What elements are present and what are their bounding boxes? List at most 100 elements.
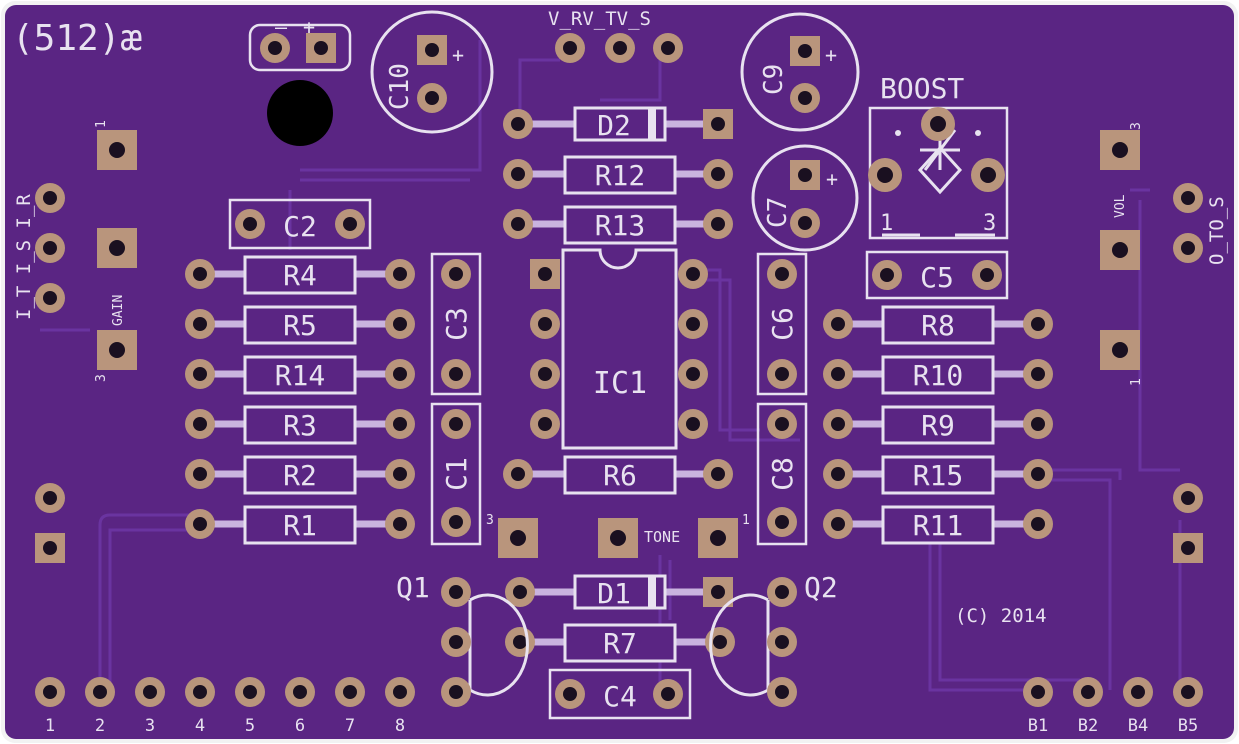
svg-text:R9: R9 [921,409,955,442]
svg-text:+: + [452,43,464,67]
cap-c1: C1 [430,402,482,546]
resistor-r2: R2 [185,455,415,495]
resistor-r13: R13 [503,205,733,245]
cap-c3: C3 [430,252,482,396]
svg-text:B4: B4 [1128,716,1148,736]
right-battery-pads [1173,483,1203,563]
gain-label: GAIN [111,295,126,326]
svg-text:R14: R14 [275,359,326,392]
svg-text:B5: B5 [1178,716,1198,736]
copyright-text: (C) 2014 [955,605,1047,627]
svg-text:R7: R7 [603,627,637,660]
svg-text:D1: D1 [597,577,631,610]
output-header [1173,183,1203,263]
left-battery-pads [35,483,65,563]
c7-label: C7 [763,197,793,228]
svg-text:R11: R11 [913,509,964,542]
vol-pin1-label: 1 [1129,378,1144,386]
copper-traces [40,40,1182,700]
resistor-r8: R8 [823,305,1053,345]
svg-text:R1: R1 [283,509,317,542]
c9-label: C9 [759,64,789,95]
svg-text:R8: R8 [921,309,955,342]
q2-label: Q2 [804,571,838,604]
svg-text:2: 2 [95,716,105,736]
boost-pin3-label: 3 [983,211,996,236]
resistor-r14: R14 [185,355,415,395]
svg-text:B1: B1 [1028,716,1048,736]
resistors-left: R4 R5 R14 R3 R2 [185,255,415,545]
svg-text:R10: R10 [913,359,964,392]
boost-trimmer: BOOST 1 3 [868,72,1009,240]
tone-pin3-label: 3 [486,513,494,528]
resistor-r4: R4 [185,255,415,295]
svg-text:R4: R4 [283,259,317,292]
transistor-q2: Q2 [709,571,838,707]
resistor-r7: R7 [505,623,735,663]
cap-c7: + C7 [751,144,859,252]
resistor-r5: R5 [185,305,415,345]
c3-label: C3 [440,307,473,341]
diode-d2: D2 [503,106,733,142]
c4-label: C4 [603,680,637,713]
power-connector [248,23,352,72]
cap-c8: C8 [756,402,808,546]
svg-text:6: 6 [295,716,305,736]
boost-pin1-label: 1 [880,211,893,236]
svg-text:R6: R6 [603,459,637,492]
resistor-r12: R12 [503,155,733,195]
transistor-q1: Q1 [396,571,529,707]
bottom-switch-header: 1 2 3 4 5 6 7 8 [35,677,415,736]
resistor-r1: R1 [185,505,415,545]
svg-text:7: 7 [345,716,355,736]
gain-pin1-label: 1 [94,120,109,128]
svg-text:R2: R2 [283,459,317,492]
resistor-r11: R11 [823,505,1053,545]
mounting-hole [267,80,333,146]
top-header [555,33,683,63]
cap-c6: C6 [756,252,808,396]
c8-label: C8 [766,457,799,491]
ic1-chip: IC1 [530,248,708,450]
svg-text:R3: R3 [283,409,317,442]
svg-text:4: 4 [195,716,205,736]
ic1-label: IC1 [593,366,647,401]
resistor-r6: R6 [503,455,733,495]
tone-pot: 3 1 TONE [486,513,750,558]
svg-text:R12: R12 [595,159,646,192]
resistors-right: R8 R10 R9 R15 R11 [823,305,1053,545]
output-label: O_TO_S [1206,196,1228,265]
c5-label: C5 [920,261,954,294]
tone-pin1-label: 1 [742,513,750,528]
svg-text:R15: R15 [913,459,964,492]
svg-text:R13: R13 [595,209,646,242]
vol-pot: 3 1 VOL [1100,122,1144,386]
vol-pin3-label: 3 [1129,122,1144,130]
q1-label: Q1 [396,571,430,604]
board-title: (512)æ [12,18,142,59]
input-header [35,183,65,313]
board-substrate [5,5,1234,739]
resistor-r15: R15 [823,455,1053,495]
cap-c10: + C10 [370,10,494,134]
diode-d1: D1 [505,574,733,610]
svg-text:+: + [826,167,838,191]
svg-text:R5: R5 [283,309,317,342]
cap-c4: C4 [548,668,692,720]
vol-label: VOL [1113,194,1128,218]
svg-text:B2: B2 [1078,716,1098,736]
resistor-r10: R10 [823,355,1053,395]
cap-c9: + C9 [740,12,860,132]
power-minus-label: – [275,15,288,39]
top-power-label: V_RV_TV_S [548,8,651,30]
svg-text:8: 8 [395,716,405,736]
svg-text:1: 1 [45,716,55,736]
c10-label: C10 [385,63,415,110]
svg-text:3: 3 [145,716,155,736]
c1-label: C1 [440,457,473,491]
cap-c5: C5 [865,250,1009,300]
resistor-r3: R3 [185,405,415,445]
svg-text:+: + [825,43,837,67]
gain-pin3-label: 3 [94,374,109,382]
